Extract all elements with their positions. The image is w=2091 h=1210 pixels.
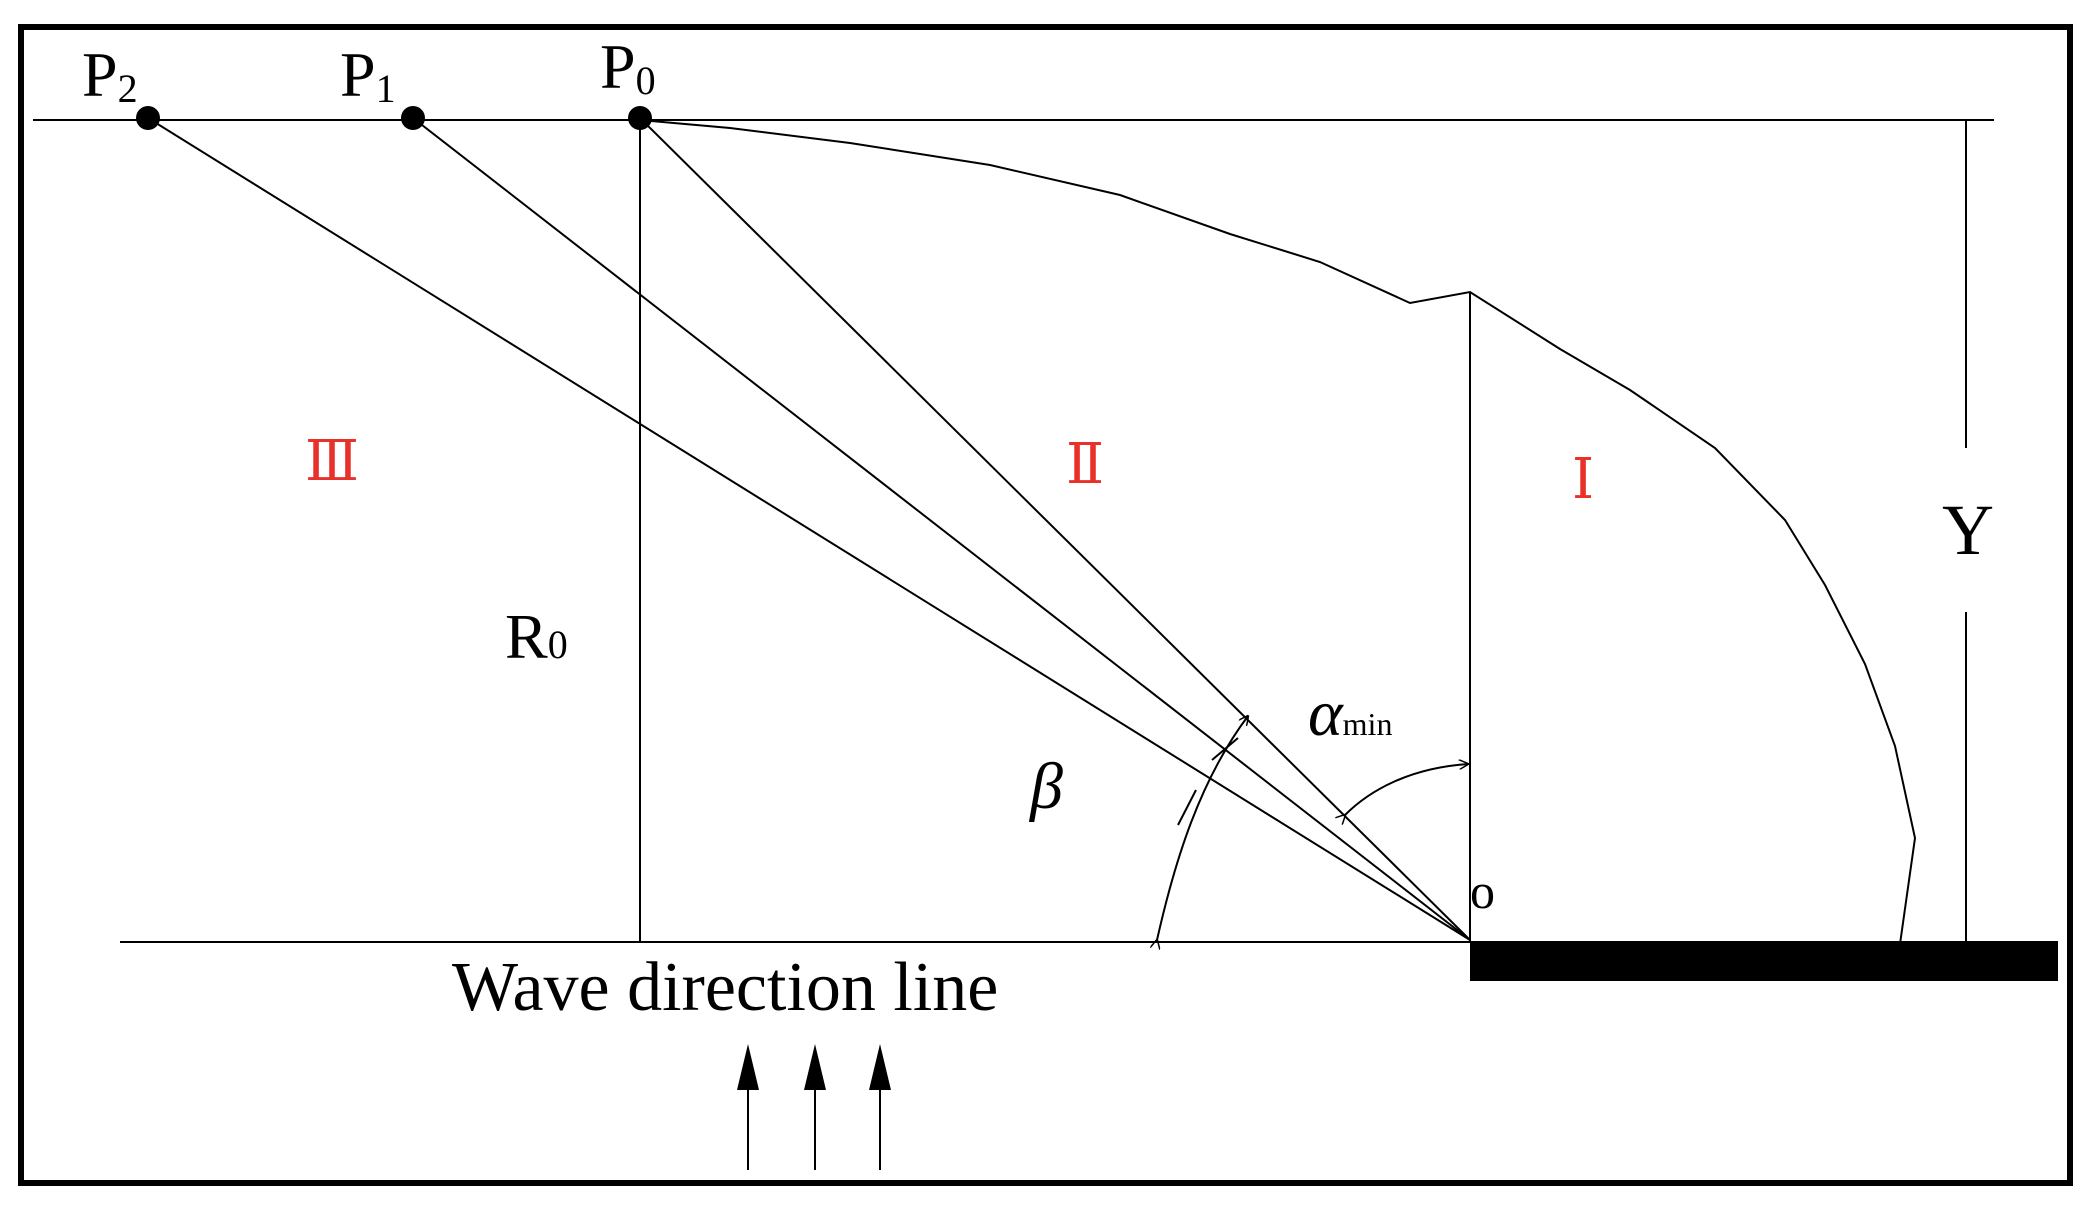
label-region-3: Ⅲ <box>305 431 359 493</box>
label-p0: P0 <box>600 31 656 103</box>
wave-arrows <box>737 1044 891 1170</box>
wave-arrow-head <box>737 1044 759 1090</box>
ray-p2 <box>147 117 1471 941</box>
label-alpha-min: αmin <box>1308 677 1392 750</box>
beta-tick-1 <box>1177 789 1197 826</box>
alpha-min-angle-arc <box>1345 764 1468 815</box>
label-wave-direction: Wave direction line <box>452 949 998 1026</box>
beta-angle-arc <box>1157 716 1248 940</box>
label-beta: β <box>1028 750 1063 823</box>
wave-arrow-head <box>804 1044 826 1090</box>
diffraction-curve <box>639 119 1917 946</box>
point-p2 <box>136 106 160 130</box>
beta-tick-2 <box>1211 737 1239 761</box>
breakwater-bar <box>1470 941 2058 981</box>
diagram-frame <box>18 24 2073 1186</box>
ray-p1 <box>412 117 1471 941</box>
label-y-axis: Y <box>1942 490 1994 570</box>
label-region-1: Ⅰ <box>1572 449 1594 511</box>
wave-arrow-head <box>869 1044 891 1090</box>
ray-p0 <box>639 117 1471 941</box>
point-p0 <box>628 106 652 130</box>
point-p1 <box>401 106 425 130</box>
label-p2: P2 <box>82 39 138 111</box>
label-region-2: Ⅱ <box>1066 434 1104 496</box>
label-origin: o <box>1470 863 1495 919</box>
label-r0: R0 <box>505 601 568 672</box>
label-p1: P1 <box>340 39 396 111</box>
